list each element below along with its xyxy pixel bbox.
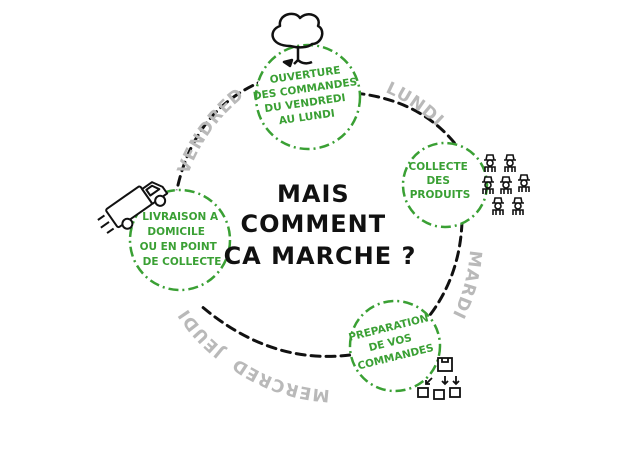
day-label-mardi: MARDI (448, 249, 485, 322)
title-line: COMMENT (241, 210, 387, 238)
step-collecte: COLLECTE DES PRODUITS (401, 141, 530, 229)
svg-text:COLLECTE DES PRODU: COLLECTE DES PRODUITS (409, 161, 472, 201)
step-livraison-line: DE COLLECTE (143, 256, 222, 268)
step-collecte-line: PRODUITS (410, 189, 471, 201)
day-label-vendredi: VENDREDI (0, 0, 248, 177)
step-livraison-line: LIVRAISON A (142, 211, 219, 223)
farmers-icon (482, 154, 530, 215)
day-label-jeudi: JEUDI (174, 305, 229, 362)
svg-text:LIVRAISON A DOMICILE: LIVRAISON A DOMICILE OU EN POINT DE COLL… (140, 211, 222, 268)
title-line: MAIS (277, 180, 350, 208)
step-livraison-line: OU EN POINT (140, 241, 218, 253)
step-preparation: PREPARATION DE VOS COMMANDES (347, 299, 461, 400)
boxes-icon (417, 357, 461, 400)
step-livraison-line: DOMICILE (147, 226, 204, 238)
tree-icon (271, 12, 324, 68)
day-label-lundi: LUNDI (383, 78, 448, 131)
step-livraison: LIVRAISON A DOMICILE OU EN POINT DE COLL… (97, 181, 232, 292)
step-ouverture: OUVERTURE DES COMMANDES DU VENDREDI AU L… (252, 12, 362, 151)
page-title: MAIS COMMENT CA MARCHE ? (224, 180, 417, 270)
step-collecte-line: DES (426, 175, 449, 187)
delivery-truck-icon (97, 181, 169, 234)
title-line: CA MARCHE ? (224, 242, 417, 270)
step-collecte-line: COLLECTE (409, 161, 468, 173)
